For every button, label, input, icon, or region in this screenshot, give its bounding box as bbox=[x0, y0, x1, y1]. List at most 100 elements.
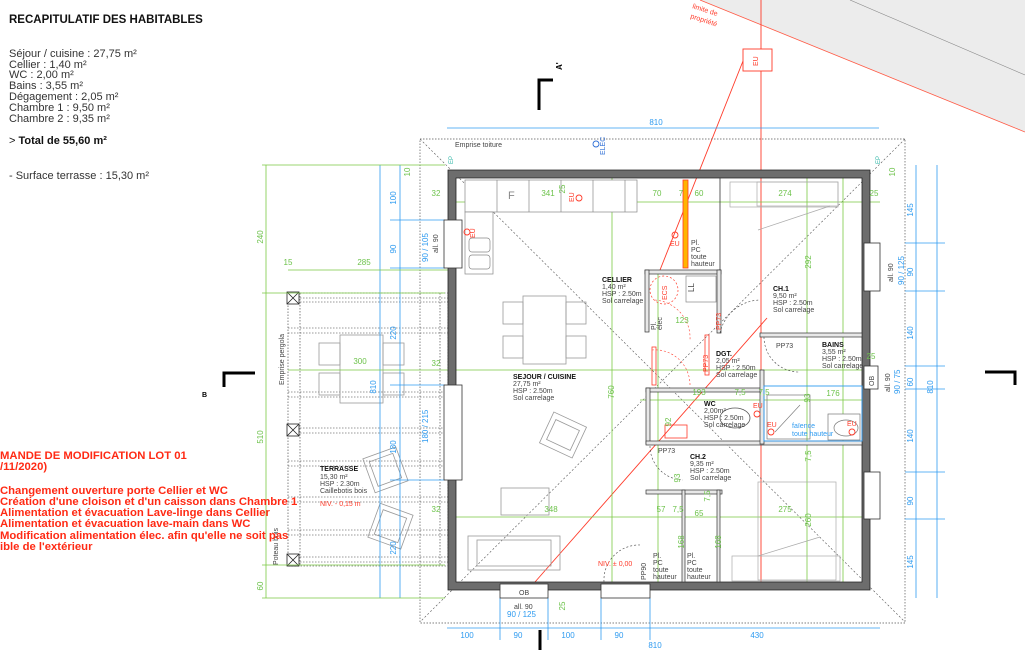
summary-item: Cellier : 1,40 m² bbox=[9, 58, 87, 71]
summary-terrace: - Surface terrasse : 15,30 m² bbox=[9, 170, 149, 183]
water-heater bbox=[649, 275, 679, 305]
dimension-label-green: 15 bbox=[284, 258, 293, 267]
room-area: 2,00m² bbox=[704, 408, 726, 415]
dimension-label-green: 292 bbox=[804, 255, 813, 269]
allege-label-right-mid: all. 90 bbox=[885, 373, 892, 392]
placard-label: PC bbox=[691, 247, 701, 254]
room-floor: Sol carrelage bbox=[822, 363, 863, 370]
ob-label-right: OB bbox=[869, 376, 876, 386]
terrace-level: NIV. - 0,15 m bbox=[320, 501, 361, 508]
total-value: Total de 55,60 m² bbox=[18, 135, 107, 148]
dimension-label-green: 32 bbox=[432, 359, 441, 368]
washbasin bbox=[827, 413, 861, 441]
dimension-label-green: 348 bbox=[544, 505, 558, 514]
ep-label-right: EP bbox=[876, 156, 882, 164]
room-floor-terrasse: Caillebotis bois bbox=[320, 488, 368, 495]
dimension-label-blue: 810 bbox=[369, 380, 378, 394]
new-partition-ch1 bbox=[682, 179, 689, 269]
placard-label: PC bbox=[653, 560, 663, 567]
section-a-label: A' bbox=[555, 62, 564, 70]
pp73-label-cellier: PP73 bbox=[716, 313, 723, 330]
tiling-label-2: toute hauteur bbox=[792, 431, 834, 438]
room-name: WC bbox=[704, 401, 716, 408]
modification-request: MANDE DE MODIFICATION LOT 01 /11/2020) C… bbox=[0, 450, 297, 553]
dimension-label-green: 168 bbox=[677, 535, 686, 549]
room-hsp: HSP : 2.50m bbox=[822, 356, 862, 363]
room-hsp-terrasse: HSP : 2.30m bbox=[320, 481, 360, 488]
wood-post-icon bbox=[286, 291, 300, 567]
room-label-dgt: DGT. 2,05 m² HSP : 2.50m Sol carrelage bbox=[716, 351, 757, 379]
washbasin-bowl bbox=[833, 419, 859, 437]
placard-label: Pl. bbox=[687, 553, 695, 560]
pl-elec-label-2: élec bbox=[657, 317, 664, 330]
dimension-label-green: 70 bbox=[653, 189, 662, 198]
summary-item: Séjour / cuisine : 27,75 m² bbox=[9, 47, 137, 60]
dimension-label-green: 25 bbox=[558, 601, 567, 610]
summary-title: RECAPITULATIF DES HABITABLES bbox=[9, 14, 203, 26]
window-size-bottom: 90 / 125 bbox=[507, 610, 536, 619]
window-size-right-mid: 90 / 75 bbox=[893, 369, 902, 394]
section-marker-b-right bbox=[985, 370, 1017, 385]
dimension-label-blue: 90 bbox=[615, 631, 624, 640]
summary-item: Chambre 2 : 9,35 m² bbox=[9, 112, 110, 125]
washing-machine-label: LL bbox=[687, 283, 696, 292]
elec-label: ELEC bbox=[600, 137, 607, 155]
room-name: CH.1 bbox=[773, 286, 789, 293]
placard-label: hauteur bbox=[691, 261, 715, 268]
dimension-label-blue: 90 bbox=[906, 267, 915, 276]
dimension-label-blue: 810 bbox=[649, 118, 663, 127]
room-hsp: HSP : 2.50m bbox=[602, 291, 642, 298]
dimension-label-blue: 90 bbox=[514, 631, 523, 640]
eu-label-wc: EU bbox=[753, 403, 763, 410]
living-furniture bbox=[467, 295, 588, 571]
modification-title: MANDE DE MODIFICATION LOT 01 bbox=[0, 450, 187, 462]
windows bbox=[443, 219, 881, 599]
summary-item: Chambre 1 : 9,50 m² bbox=[9, 101, 110, 114]
room-label-ch1: CH.1 9,50 m² HSP : 2.50m Sol carrelage bbox=[773, 286, 814, 314]
dimension-label-green: 300 bbox=[353, 357, 367, 366]
dimension-label-green: 7,5 bbox=[758, 388, 770, 397]
dimension-lines-blue bbox=[379, 127, 945, 640]
room-label-cellier: CELLIER 1,40 m² HSP : 2.50m Sol carrelag… bbox=[602, 277, 643, 305]
kitchen-counter bbox=[464, 179, 638, 275]
dimension-label-green: 7,5 bbox=[734, 388, 746, 397]
modification-item: Alimentation et évacuation lave-main dan… bbox=[0, 518, 251, 531]
window-size-left-top: 90 / 105 bbox=[421, 233, 430, 262]
dimension-label-blue: 810 bbox=[926, 380, 935, 394]
allege-label-bottom: all. 90 bbox=[514, 604, 533, 611]
room-name: CELLIER bbox=[602, 277, 632, 284]
summary-item: WC : 2,00 m² bbox=[9, 69, 74, 82]
room-floor: Sol carrelage bbox=[773, 307, 814, 314]
dimension-label-green: 193 bbox=[692, 388, 706, 397]
shower-diagonal bbox=[774, 404, 801, 433]
room-area: 9,50 m² bbox=[773, 293, 797, 300]
room-name: CH.2 bbox=[690, 454, 706, 461]
placard-label: toute bbox=[653, 567, 669, 574]
pl-elec-label-1: Pl. bbox=[651, 322, 658, 330]
dimension-label-blue: 220 bbox=[389, 541, 398, 555]
roof-outline bbox=[419, 138, 906, 624]
dimension-label-green: 32 bbox=[432, 505, 441, 514]
dimension-label-green: 341 bbox=[541, 189, 555, 198]
dimension-label-blue: 90 bbox=[906, 496, 915, 505]
neighbour-line bbox=[849, 0, 1025, 76]
pp73-door-cellier bbox=[651, 346, 657, 386]
dimension-label-green: 285 bbox=[357, 258, 371, 267]
dimension-label-green: 123 bbox=[675, 316, 689, 325]
dimension-label-blue: 430 bbox=[750, 631, 764, 640]
summary-item: Dégagement : 2,05 m² bbox=[9, 90, 119, 103]
placard-ch1: Pl. PC toute hauteur bbox=[691, 240, 715, 268]
tiling-label-1: faïence bbox=[792, 423, 815, 430]
dimension-label-green: 240 bbox=[256, 230, 265, 244]
modification-item: Alimentation et évacuation Lave-linge da… bbox=[0, 507, 270, 520]
summary-item: Bains : 3,55 m² bbox=[9, 80, 83, 93]
window-size-left-mid: 180 / 215 bbox=[421, 409, 430, 443]
modification-item: Modification alimentation élec. afin qu'… bbox=[0, 529, 289, 542]
placard-ch2-right: Pl. PC toute hauteur bbox=[687, 553, 711, 581]
room-floor: Sol carrelage bbox=[704, 422, 745, 429]
dimension-label-green: 510 bbox=[256, 430, 265, 444]
terrace-pergola bbox=[287, 292, 455, 567]
dimension-label-blue: 100 bbox=[561, 631, 575, 640]
fridge-label: F bbox=[508, 190, 515, 202]
